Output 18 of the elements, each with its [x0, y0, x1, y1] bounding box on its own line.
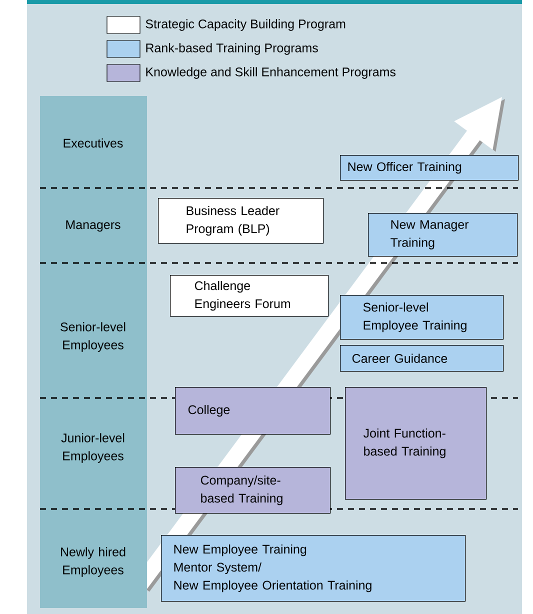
program-box: New Manager Training: [368, 213, 518, 257]
level-label: Executives: [64, 138, 123, 148]
program-box: Senior-level Employee Training: [340, 295, 504, 340]
level-label: Newly hired Employees: [61, 547, 126, 577]
level-label: Junior-level Employees: [61, 433, 124, 463]
legend-label: Rank-based Training Programs: [146, 43, 318, 55]
level-label: Senior-level Employees: [60, 322, 126, 352]
program-box: Career Guidance: [340, 345, 504, 372]
program-box: College: [175, 387, 331, 435]
program-box: Business Leader Program (BLP): [158, 198, 324, 244]
program-box: New Officer Training: [340, 155, 519, 181]
program-box: Company/site-based Training: [175, 467, 331, 514]
program-box: New Employee Training Mentor System/ New Employee Orientation Training: [161, 535, 466, 602]
program-box: Joint Function-based Training: [345, 387, 487, 500]
legend-label: Knowledge and Skill Enhancement Programs: [146, 67, 396, 79]
legend-label: Strategic Capacity Building Program: [146, 19, 346, 31]
program-box: Challenge Engineers Forum: [170, 275, 329, 317]
level-label: Managers: [66, 220, 120, 232]
